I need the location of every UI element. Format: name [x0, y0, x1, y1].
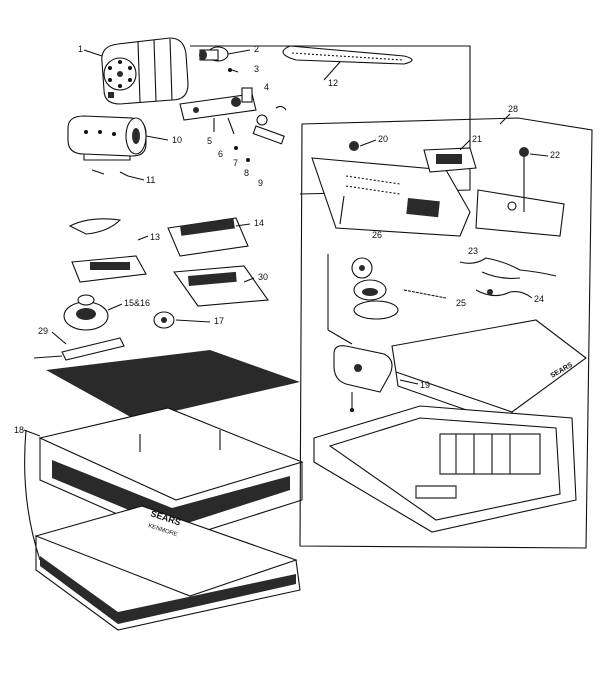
callout-14: 14 — [254, 218, 264, 228]
callout-2: 2 — [254, 44, 259, 54]
detail-panel-28 — [299, 117, 593, 549]
leader-lines — [23, 49, 549, 437]
part-14-cam-cartridge — [167, 217, 249, 257]
callout-23: 23 — [468, 246, 478, 256]
part-29-oiler — [33, 337, 125, 361]
callout-26: 26 — [372, 230, 382, 240]
bottom-cam-base — [333, 345, 393, 412]
callout-5: 5 — [207, 136, 212, 146]
callout-18: 18 — [14, 425, 24, 435]
callout-25: 25 — [456, 298, 466, 308]
part-26-gear-assembly — [327, 254, 399, 345]
part-18-carrying-case — [24, 350, 304, 631]
callout-30: 30 — [258, 272, 268, 282]
callout-28: 28 — [508, 104, 518, 114]
accessory-tray — [313, 405, 577, 533]
part-22-base-plate — [475, 147, 565, 237]
part-11-mount-clip — [91, 169, 129, 177]
part-25-worm-shaft — [403, 289, 447, 299]
part-15-16-bobbin-case — [63, 294, 109, 331]
callout-11: 11 — [146, 175, 155, 185]
part-4-bracket — [179, 87, 257, 121]
callout-8: 8 — [244, 168, 249, 178]
callout-13: 13 — [150, 232, 160, 242]
part-21-module — [423, 147, 477, 173]
part-2-knob — [199, 46, 229, 62]
part-1-cam-stack — [101, 37, 189, 105]
part-30-cam-cartridge — [172, 265, 270, 307]
part-3-screw — [228, 68, 239, 73]
part-23-linkage — [459, 257, 557, 279]
callout-1: 1 — [78, 44, 83, 54]
callout-7: 7 — [233, 158, 238, 168]
part-24-lever — [475, 289, 533, 299]
callout-15-16: 15&16 — [124, 298, 150, 308]
part-13-presser-foot-tray — [68, 218, 147, 283]
callout-20: 20 — [378, 134, 388, 144]
callout-4: 4 — [264, 82, 269, 92]
callout-9: 9 — [258, 178, 263, 188]
part-10-motor — [67, 115, 147, 161]
callout-22: 22 — [550, 150, 560, 160]
callout-6: 6 — [218, 149, 223, 159]
part-12-belt — [282, 45, 413, 65]
callout-24: 24 — [534, 294, 544, 304]
callout-19: 19 — [420, 380, 430, 390]
callout-labels: 1 2 3 4 5 6 7 8 9 10 11 12 13 14 15&16 1… — [14, 44, 560, 435]
callout-17: 17 — [214, 316, 224, 326]
callout-12: 12 — [328, 78, 338, 88]
parts-5-9-shaft-hardware — [213, 105, 287, 162]
callout-21: 21 — [472, 134, 482, 144]
part-20-control-plate — [311, 141, 471, 237]
callout-10: 10 — [172, 135, 182, 145]
callout-29: 29 — [38, 326, 48, 336]
part-17-bobbin — [153, 311, 175, 329]
callout-3: 3 — [254, 64, 259, 74]
